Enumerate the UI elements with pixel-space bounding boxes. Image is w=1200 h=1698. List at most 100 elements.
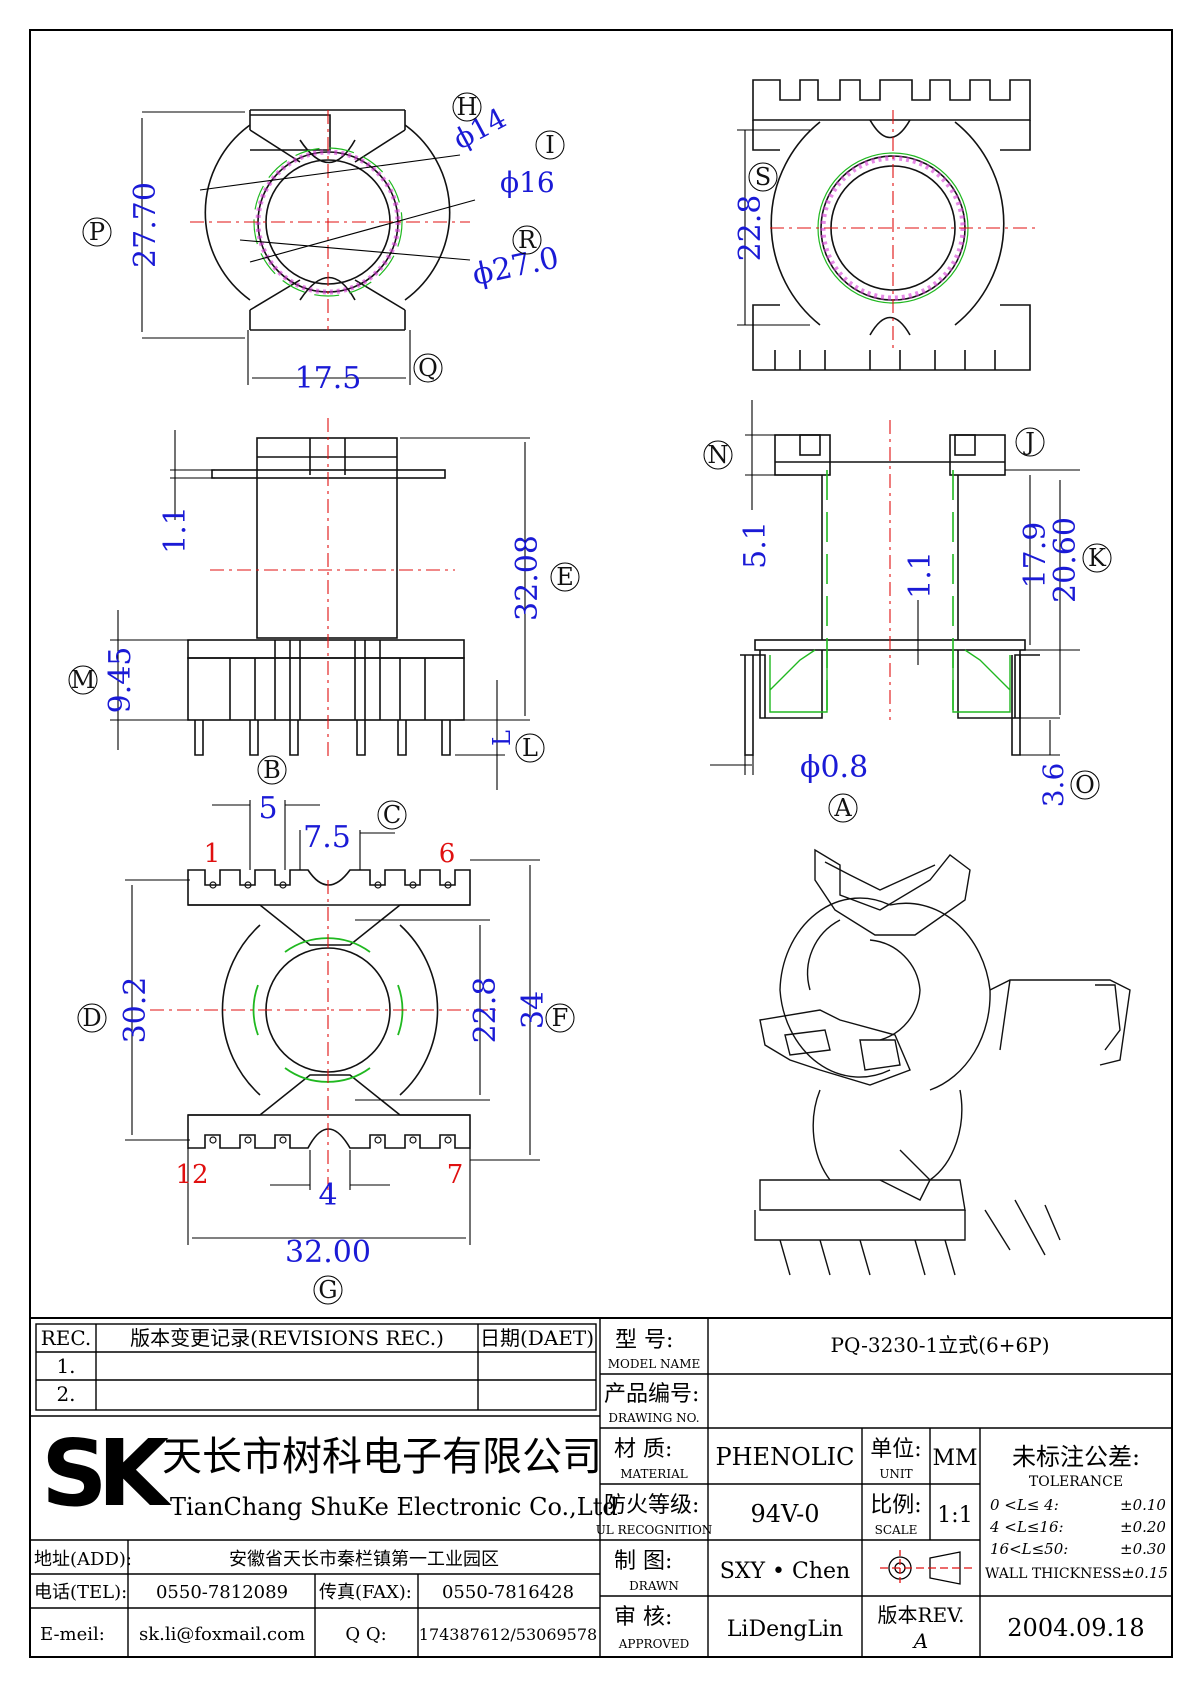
qq-label: Q Q:	[345, 1624, 386, 1645]
pin-12: 12	[175, 1160, 208, 1190]
scale-value: 1:1	[937, 1503, 972, 1528]
dim-wall-fr: 1.1	[903, 551, 938, 599]
drawn-label-en: DRAWN	[629, 1579, 679, 1593]
ul-label-cn: 防火等级:	[604, 1493, 699, 1518]
qq: 174387612/53069578	[419, 1625, 597, 1644]
date-value: 2004.09.18	[1007, 1614, 1144, 1642]
fax-label: 传真(FAX):	[319, 1582, 412, 1603]
unit-label-cn: 单位:	[870, 1437, 921, 1462]
marker-J: J	[1022, 428, 1035, 456]
rev-date: 日期(DAET)	[480, 1326, 594, 1350]
tol-range-2: 4 <L≤16:	[989, 1518, 1064, 1536]
dim-height-tr: 22.8	[733, 195, 768, 262]
dim-height-bl: 30.2	[118, 977, 153, 1044]
tolerance-title: 未标注公差:	[1012, 1443, 1140, 1471]
svg-text:I: I	[545, 131, 554, 159]
model-label-cn: 型 号:	[615, 1328, 673, 1353]
projection-symbol	[880, 1550, 975, 1586]
approved-label-en: APPROVED	[618, 1637, 690, 1651]
tolerance-title-en: TOLERANCE	[1029, 1474, 1123, 1490]
material-label-cn: 材 质:	[614, 1437, 672, 1462]
marker-C: C	[383, 801, 401, 829]
tol-val-1: ±0.10	[1120, 1496, 1166, 1514]
dim-pin-L: L	[488, 730, 516, 746]
title-block	[29, 1317, 1173, 1658]
pin-7: 7	[447, 1160, 464, 1190]
sheet-border	[29, 29, 1173, 1658]
dim-gap: 7.5	[303, 820, 351, 855]
marker-M: M	[71, 666, 96, 694]
dim-window-fr: 17.9	[1018, 522, 1053, 589]
dim-top-fr: 5.1	[738, 521, 773, 569]
dim-height-fl: 32.08	[510, 535, 545, 621]
rev-title: 版本变更记录(REVISIONS REC.)	[130, 1326, 444, 1350]
bottom-left-view	[187, 869, 471, 1149]
dim-d16: ϕ16	[500, 166, 555, 199]
dim-total-bl: 34	[516, 991, 551, 1029]
approved-value: LiDengLin	[727, 1617, 843, 1642]
email: sk.li@foxmail.com	[139, 1624, 305, 1645]
unit-label-en: UNIT	[879, 1467, 912, 1481]
pin-1: 1	[204, 839, 221, 869]
rev-row-1: 1.	[56, 1354, 75, 1378]
dim-height-tl: 27.70	[128, 182, 163, 268]
company-name-cn: 天长市树科电子有限公司	[162, 1434, 602, 1480]
callouts-tl: P H I R Q	[82, 92, 565, 383]
email-label: E-meil:	[40, 1624, 105, 1645]
top-right-view	[752, 79, 1031, 371]
scale-label-cn: 比例:	[870, 1493, 921, 1518]
marker-G: G	[318, 1276, 337, 1304]
svg-text:Q: Q	[418, 354, 438, 382]
marker-E: E	[556, 563, 574, 591]
rev-header: REC.	[41, 1326, 92, 1350]
pin-6: 6	[439, 839, 456, 869]
isometric-view	[754, 848, 1131, 1276]
marker-A: A	[833, 794, 852, 822]
rev-value: A	[912, 1629, 928, 1653]
drawing-label-cn: 产品编号:	[604, 1382, 699, 1407]
svg-text:H: H	[457, 93, 478, 121]
svg-text:P: P	[89, 218, 105, 246]
dim-pin-len: 3.6	[1037, 763, 1070, 808]
tol-range-1: 0 <L≤ 4:	[990, 1496, 1059, 1514]
tel: 0550-7812089	[156, 1582, 288, 1603]
drawn-value: SXY • Chen	[720, 1559, 850, 1584]
marker-N: N	[708, 441, 729, 469]
fax: 0550-7816428	[442, 1582, 574, 1603]
tel-label: 电话(TEL):	[34, 1582, 127, 1603]
dim-pin-dia: ϕ0.8	[800, 750, 868, 785]
tol-val-4: ±0.15	[1122, 1564, 1168, 1582]
scale-label-en: SCALE	[875, 1523, 918, 1537]
model-label-en: MODEL NAME	[608, 1357, 701, 1371]
material-label-en: MATERIAL	[620, 1467, 688, 1481]
tol-val-2: ±0.20	[1120, 1518, 1166, 1536]
unit-value: MM	[932, 1446, 977, 1471]
marker-K: K	[1088, 544, 1107, 572]
dim-body-fr: 20.60	[1048, 517, 1083, 603]
dim-width-tl: 17.5	[295, 361, 362, 396]
rev-row-2: 2.	[56, 1382, 75, 1406]
svg-text:R: R	[518, 226, 537, 254]
marker-F: F	[552, 1004, 569, 1032]
marker-O: O	[1075, 771, 1095, 799]
drawn-label-cn: 制 图:	[614, 1549, 672, 1574]
marker-L: L	[522, 734, 538, 762]
dim-flange: 1.1	[158, 506, 193, 554]
dim-slot: 4	[318, 1178, 337, 1213]
marker-D: D	[82, 1004, 101, 1032]
model-value: PQ-3230-1立式(6+6P)	[831, 1333, 1050, 1357]
dim-base: 9.45	[103, 647, 138, 714]
dim-inner-bl: 22.8	[468, 977, 503, 1044]
dim-width-bl: 32.00	[285, 1235, 371, 1270]
drawing-label-en: DRAWING NO.	[608, 1411, 699, 1425]
company-name-en: TianChang ShuKe Electronic Co.,Ltd	[170, 1493, 618, 1521]
marker-B: B	[263, 756, 281, 784]
material-value: PHENOLIC	[715, 1443, 854, 1471]
ul-value: 94V-0	[750, 1500, 819, 1528]
tol-val-3: ±0.30	[1120, 1540, 1166, 1558]
front-left-view	[187, 437, 465, 756]
address-label: 地址(ADD):	[34, 1549, 132, 1570]
company-logo: SK	[41, 1420, 172, 1527]
ul-label-en: UL RECOGNITION	[596, 1523, 713, 1537]
